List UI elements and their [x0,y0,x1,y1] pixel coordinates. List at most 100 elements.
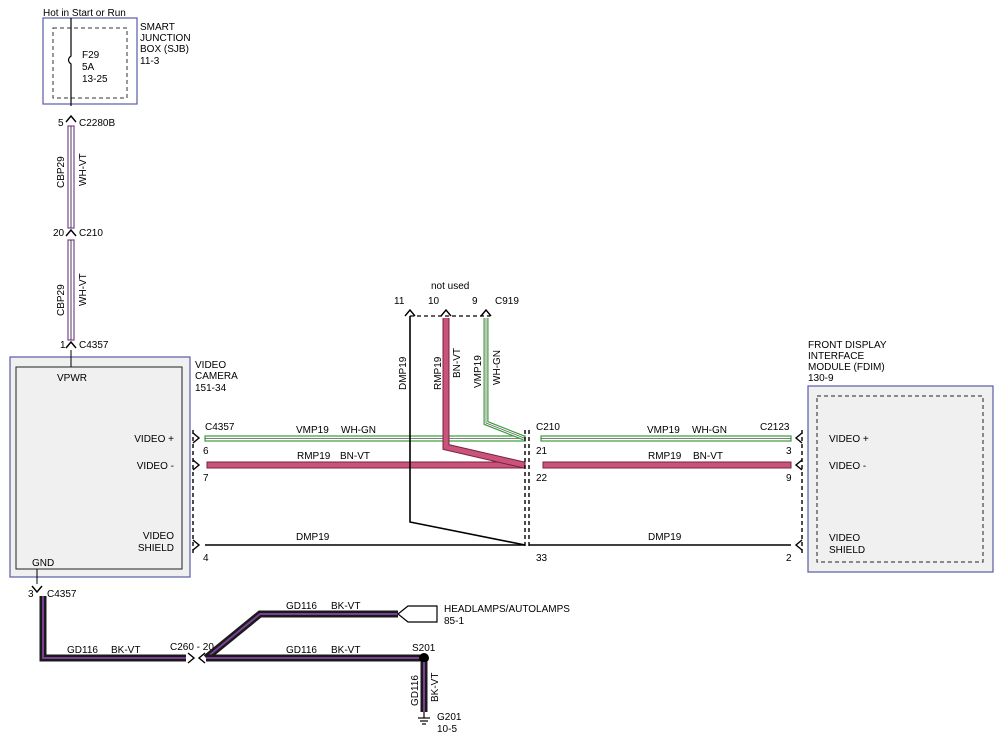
c4357-pin-4: 4 [203,553,209,564]
fuse-rating: 5A [82,62,95,73]
gd116-camera-color: BK-VT [111,645,140,656]
sjb-name-line-2: JUNCTION [140,33,191,44]
vmp19-right-color: WH-GN [692,425,727,436]
vmp19-left-circuit: VMP19 [296,425,329,436]
camera-shield-line-2: SHIELD [138,543,174,554]
c919-pin10-icon [440,308,452,317]
power-feed-label: Hot in Start or Run [43,8,126,19]
headlamps-name: HEADLAMPS/AUTOLAMPS [444,604,570,615]
camera-ref: 151-34 [195,383,227,394]
wire-rmp19-left [206,461,526,469]
sjb-name-line-3: BOX (SJB) [140,44,189,55]
fuse-symbol [67,18,72,106]
wire-dmp19-vertical [409,316,526,546]
rmp19-right-circuit: RMP19 [648,451,682,462]
c4357-bottom-pin: 3 [28,589,34,600]
c4357-bottom-connector-icon [31,585,43,594]
g201-name: G201 [437,712,462,723]
c2280b-pin: 5 [58,118,64,129]
camera-name-line-2: CAMERA [195,371,238,382]
ground-icon [418,712,430,725]
s201-name: S201 [412,643,436,654]
c4357-right-name: C4357 [205,422,235,433]
sjb-box [42,17,138,105]
dmp19-vertical-circuit: DMP19 [398,356,409,390]
video-camera-inner-box [15,366,183,570]
c919-not-used: not used [431,281,469,292]
cbp29-lower-color: WH-VT [78,273,89,306]
dmp19-right-circuit: DMP19 [648,532,682,543]
wire-vmp19-left [204,435,526,442]
c919-pin-10: 10 [428,296,440,307]
fdim-shield-line-2: SHIELD [829,545,865,556]
gd116-s201-circuit: GD116 [286,645,317,656]
fdim-inner-box [816,395,984,563]
c4357-top-connector-icon [65,340,77,349]
rmp19-left-circuit: RMP19 [297,451,331,462]
c2280b-name: C2280B [79,118,115,129]
cbp29-upper-circuit: CBP29 [56,156,67,188]
fdim-ref: 130-9 [808,373,834,384]
rmp19-left-color: BN-VT [340,451,370,462]
sjb-name-line-1: SMART [140,22,175,33]
c210-top-connector-icon [65,228,77,237]
rmp19-vertical-color: BN-VT [452,348,463,378]
c919-pin9-icon [480,308,492,317]
c4357-pin-7: 7 [203,473,209,484]
rmp19-right-color: BN-VT [693,451,723,462]
c919-name: C919 [495,296,519,307]
camera-name-line-1: VIDEO [195,360,226,371]
wire-rmp19-right [542,461,792,469]
c2123-pin-2: 2 [786,553,792,564]
camera-shield-line-1: VIDEO [143,531,174,542]
gd116-s201-color: BK-VT [331,645,360,656]
cbp29-upper-color: WH-VT [78,153,89,186]
fdim-shield-line-1: VIDEO [829,533,860,544]
headlamps-ref: 85-1 [444,616,464,627]
gd116-camera-circuit: GD116 [67,645,98,656]
vmp19-left-color: WH-GN [341,425,376,436]
c2123-pin2-icon [794,539,803,551]
c210-mid-pin-21: 21 [536,446,548,457]
g201-ref: 10-5 [437,724,457,735]
cbp29-lower-circuit: CBP29 [56,284,67,316]
sjb-inner-box [52,27,128,99]
c260-label: C260 - 20 [170,642,214,653]
c260-connector-icon [187,652,196,664]
wire-cbp29-lower [67,239,75,341]
sjb-ref: 11-3 [140,56,160,67]
c4357-pin7-icon [192,459,201,471]
c4357-bottom-name: C4357 [47,589,77,600]
c4357-pin-6: 6 [203,446,209,457]
vmp19-right-circuit: VMP19 [647,425,680,436]
headlamps-connector-icon [397,605,438,623]
c4357-pin4-icon [192,539,201,551]
fdim-video-minus: VIDEO - [829,461,866,472]
c2123-pin-9: 9 [786,473,792,484]
fdim-name-line-1: FRONT DISPLAY [808,340,887,351]
camera-gnd: GND [32,558,54,569]
camera-video-plus: VIDEO + [134,434,174,445]
c210-mid-name: C210 [536,422,560,433]
c919-pin11-icon [404,308,416,317]
c2123-name: C2123 [760,422,790,433]
dmp19-left-circuit: DMP19 [296,532,330,543]
c4357-top-name: C4357 [79,340,109,351]
c2123-pin9-icon [794,459,803,471]
fuse-ref: 13-25 [82,74,108,85]
c919-pin-11: 11 [394,296,405,307]
rmp19-vertical-circuit: RMP19 [433,356,444,390]
c4357-pin6-icon [192,432,201,444]
gd116-headlamps-circuit: GD116 [286,601,317,612]
wire-vmp19-right [540,435,792,442]
vmp19-vertical-color: WH-GN [492,350,503,385]
fdim-video-plus: VIDEO + [829,434,869,445]
c210-mid-pin-33: 33 [536,553,548,564]
c4357-top-pin: 1 [60,340,66,351]
gd116-ground-color: BK-VT [430,673,441,702]
fdim-name-line-2: INTERFACE [808,351,864,362]
c210-top-pin: 20 [53,228,65,239]
c2280b-connector-icon [65,114,77,123]
gd116-headlamps-color: BK-VT [331,601,360,612]
